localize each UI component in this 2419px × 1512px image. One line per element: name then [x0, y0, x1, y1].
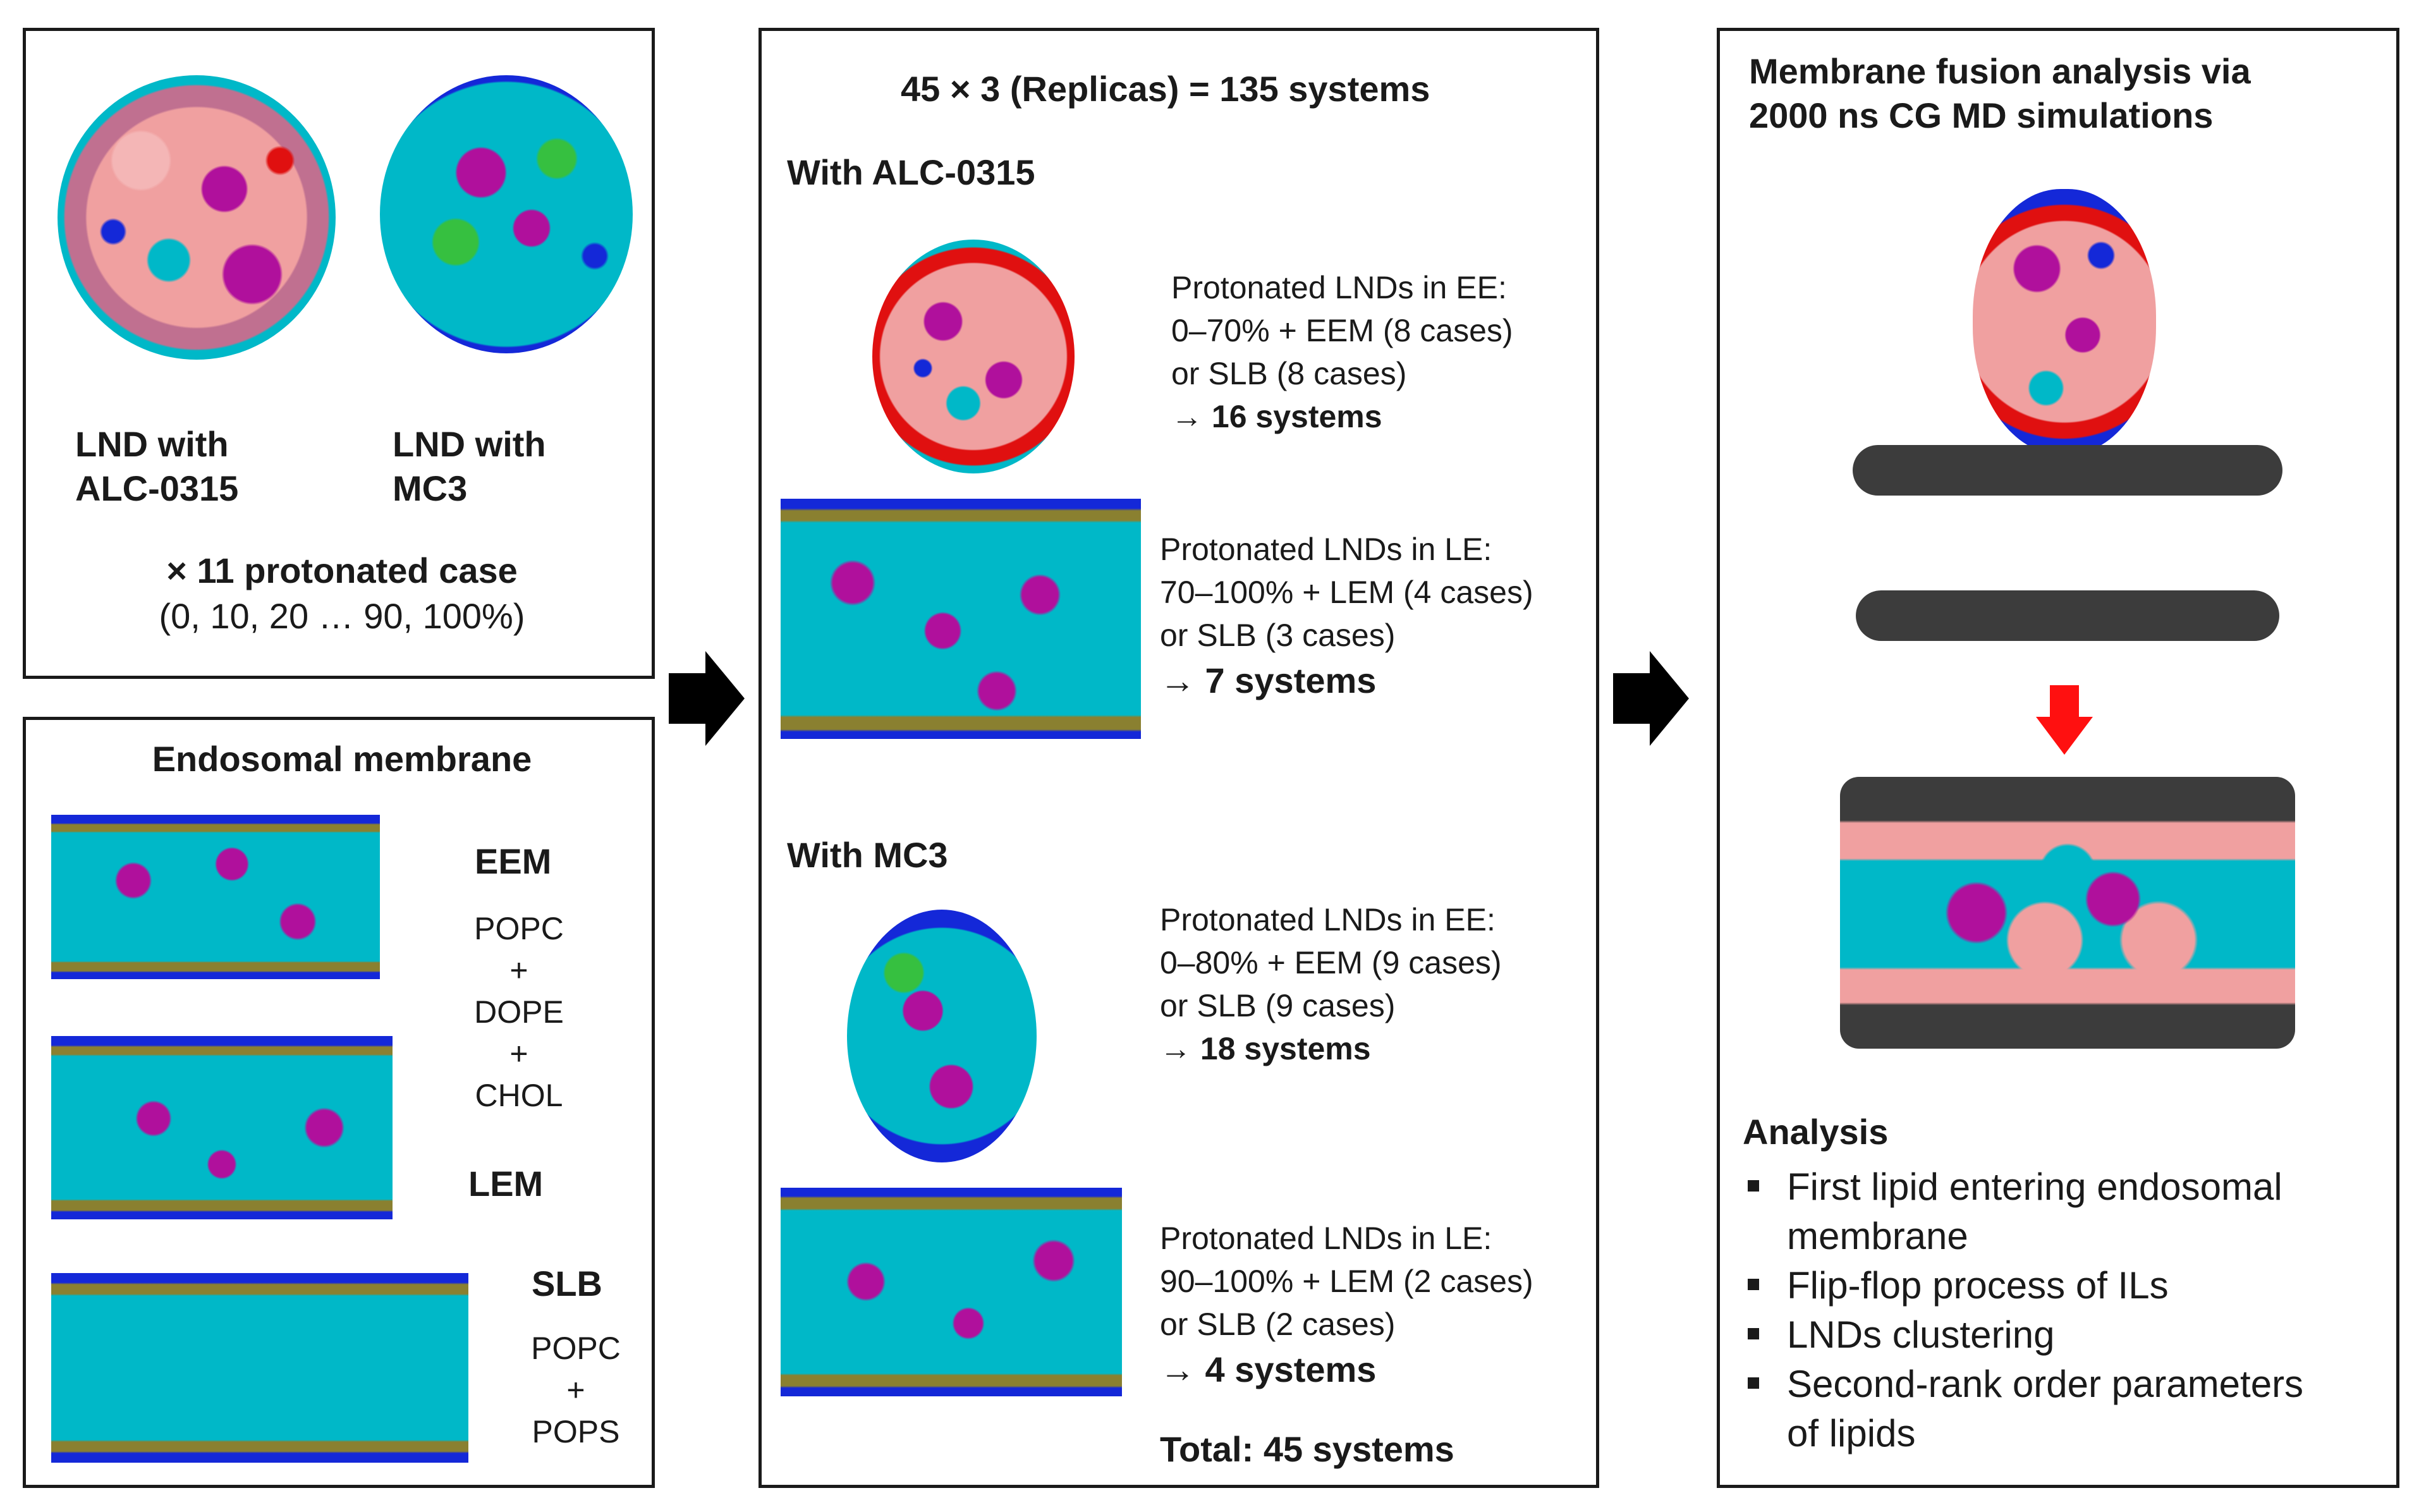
- lnd-alc-label-line1: LND with: [75, 424, 229, 464]
- systems-total: Total: 45 systems: [1160, 1429, 1454, 1469]
- protonated-case-range: (0, 10, 20 … 90, 100%): [159, 596, 525, 636]
- right-arrow-icon: [669, 651, 745, 746]
- membrane-panel: Endosomal membrane EEM POPC + DOPE + CHO…: [23, 717, 655, 1488]
- alc-lnd-particle: [872, 240, 1075, 473]
- mc3-ee-result: → 18 systems: [1160, 1031, 1371, 1066]
- analysis-panel: Membrane fusion analysis via 2000 ns CG …: [1717, 28, 2399, 1488]
- alc-le-result: → 7 systems: [1160, 661, 1377, 700]
- eem-membrane-slab: [51, 815, 380, 979]
- mc3-ee-line2: 0–80% + EEM (9 cases): [1160, 945, 1502, 980]
- alc-membrane-slab: [781, 499, 1141, 739]
- mc3-le-line1: Protonated LNDs in LE:: [1160, 1221, 1492, 1256]
- eem-component-plus1: +: [509, 953, 528, 988]
- analysis-panel-title-line2: 2000 ns CG MD simulations: [1749, 95, 2214, 135]
- right-arrow-icon: [1613, 651, 1689, 746]
- analysis-item: Flip-flop process of ILs: [1743, 1261, 2303, 1310]
- slb-component-plus: +: [566, 1372, 585, 1408]
- mc3-ee-line1: Protonated LNDs in EE:: [1160, 902, 1496, 937]
- alc-ee-line1: Protonated LNDs in EE:: [1171, 270, 1507, 305]
- eem-component-chol: CHOL: [475, 1078, 563, 1113]
- lnd-alc0315-particle: [58, 75, 336, 360]
- systems-header: 45 × 3 (Replicas) = 135 systems: [901, 69, 1430, 109]
- slb-component-popc: POPC: [531, 1331, 621, 1366]
- down-arrow-icon: [2036, 685, 2093, 755]
- lnd-mc3-label-line2: MC3: [393, 468, 468, 508]
- alc-section-title: With ALC-0315: [787, 152, 1035, 192]
- analysis-panel-title-line1: Membrane fusion analysis via: [1749, 51, 2251, 91]
- alc-ee-line3: or SLB (8 cases): [1171, 356, 1407, 391]
- lem-label: LEM: [468, 1164, 544, 1204]
- alc-le-line3: or SLB (3 cases): [1160, 618, 1396, 653]
- fused-membrane-complex: [1840, 777, 2295, 1049]
- lnd-alc-label-line2: ALC-0315: [75, 468, 239, 508]
- lnd-mc3-label-line1: LND with: [393, 424, 546, 464]
- eem-component-plus2: +: [509, 1036, 528, 1071]
- eem-component-popc: POPC: [474, 911, 564, 946]
- fusion-upper-membrane: [1853, 445, 2282, 496]
- alc-ee-line2: 0–70% + EEM (8 cases): [1171, 313, 1513, 348]
- alc-le-line1: Protonated LNDs in LE:: [1160, 532, 1492, 567]
- slb-label: SLB: [532, 1264, 602, 1303]
- alc-le-line2: 70–100% + LEM (4 cases): [1160, 575, 1533, 610]
- slb-membrane-slab: [51, 1273, 468, 1463]
- membrane-panel-title: Endosomal membrane: [152, 739, 532, 779]
- mc3-ee-line3: or SLB (9 cases): [1160, 988, 1396, 1023]
- mc3-section-title: With MC3: [787, 835, 948, 875]
- mc3-lnd-particle: [847, 910, 1037, 1162]
- eem-label: EEM: [475, 841, 552, 881]
- mc3-le-result: → 4 systems: [1160, 1350, 1377, 1389]
- fusion-lnd-particle: [1973, 189, 2156, 454]
- mc3-le-line3: or SLB (2 cases): [1160, 1307, 1396, 1342]
- mc3-le-line2: 90–100% + LEM (2 cases): [1160, 1264, 1533, 1299]
- lnd-mc3-particle: [380, 75, 633, 353]
- fusion-lower-membrane: [1856, 590, 2279, 641]
- eem-component-dope: DOPE: [474, 994, 564, 1030]
- alc-ee-result: → 16 systems: [1171, 399, 1382, 434]
- systems-panel: 45 × 3 (Replicas) = 135 systems With ALC…: [759, 28, 1599, 1488]
- analysis-item: LNDs clustering: [1743, 1310, 2303, 1360]
- analysis-subtitle: Analysis: [1743, 1112, 1889, 1152]
- lem-membrane-slab: [51, 1036, 393, 1219]
- protonated-case-count: × 11 protonated case: [166, 551, 518, 590]
- slb-component-pops: POPS: [532, 1414, 620, 1449]
- lnd-panel: LND with ALC-0315 LND with MC3 × 11 prot…: [23, 28, 655, 679]
- mc3-membrane-slab: [781, 1188, 1122, 1396]
